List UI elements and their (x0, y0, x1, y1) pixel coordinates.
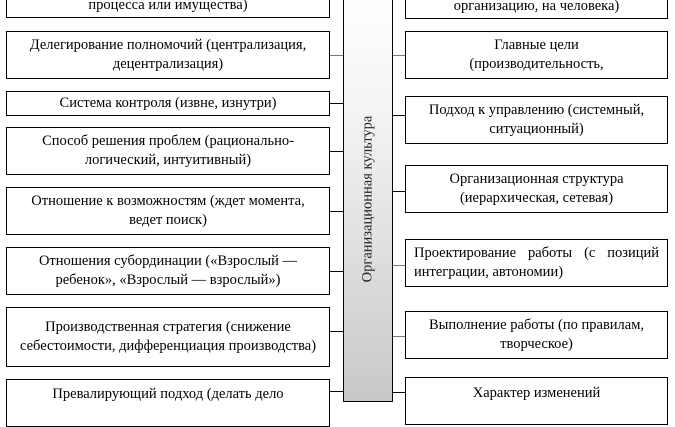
left-box-2: Система контроля (извне, изнутри) (6, 91, 330, 116)
connector (393, 265, 405, 266)
left-box-text: процесса или имущества) (88, 0, 248, 13)
left-box-0: процесса или имущества) (6, 0, 330, 18)
right-box-3: Организационная структура (иерархическая… (405, 165, 668, 213)
left-box-6: Производственная стратегия (снижение себ… (6, 307, 330, 367)
connector (330, 391, 343, 392)
connector (393, 55, 405, 56)
right-box-text: Главные цели (производительность, (469, 37, 604, 72)
left-box-text: Делегирование полномочий (централизация,… (29, 37, 307, 72)
connector (330, 271, 343, 272)
left-box-4: Отношение к возможностям (ждет момента, … (6, 187, 330, 235)
right-box-1: Главные цели (производительность, (405, 31, 668, 79)
left-box-text: Отношение к возможностям (ждет момента, … (31, 193, 305, 228)
left-box-text: Система контроля (извне, изнутри) (59, 95, 277, 111)
right-box-text: организацию, на человека) (453, 0, 620, 14)
center-label: Организационная культура (359, 115, 376, 283)
connector (330, 151, 343, 152)
connector (330, 103, 343, 104)
center-org-culture-bar: Организационная культура (343, 0, 393, 402)
right-box-text: Организационная структура (иерархическая… (449, 171, 624, 206)
left-box-3: Способ решения проблем (рационально-логи… (6, 127, 330, 175)
right-box-text: Выполнение работы (по правилам, творческ… (428, 317, 645, 352)
connector (393, 336, 405, 337)
right-box-text: Проектирование работы (с позиций интегра… (414, 245, 659, 280)
connector (330, 211, 343, 212)
left-box-5: Отношения субординации («Взрослый — ребе… (6, 247, 330, 295)
left-box-text: Превалирующий подход (делать дело (52, 386, 284, 402)
left-box-7: Превалирующий подход (делать дело (6, 379, 330, 427)
left-box-1: Делегирование полномочий (централизация,… (6, 31, 330, 79)
right-box-text: Подход к управлению (системный, ситуацио… (428, 102, 645, 137)
connector (393, 392, 405, 393)
left-box-text: Производственная стратегия (снижение себ… (19, 319, 317, 354)
connector (330, 331, 343, 332)
connector (393, 115, 405, 116)
left-box-text: Отношения субординации («Взрослый — ребе… (38, 253, 298, 288)
right-box-text: Характер изменений (472, 385, 601, 401)
right-box-4: Проектирование работы (с позиций интегра… (405, 239, 668, 287)
connector (393, 191, 405, 192)
connector (330, 55, 343, 56)
right-box-2: Подход к управлению (системный, ситуацио… (405, 96, 668, 144)
right-box-0: организацию, на человека) (405, 0, 668, 19)
right-box-5: Выполнение работы (по правилам, творческ… (405, 311, 668, 359)
left-box-text: Способ решения проблем (рационально-логи… (42, 133, 294, 168)
right-box-6: Характер изменений (405, 377, 668, 425)
